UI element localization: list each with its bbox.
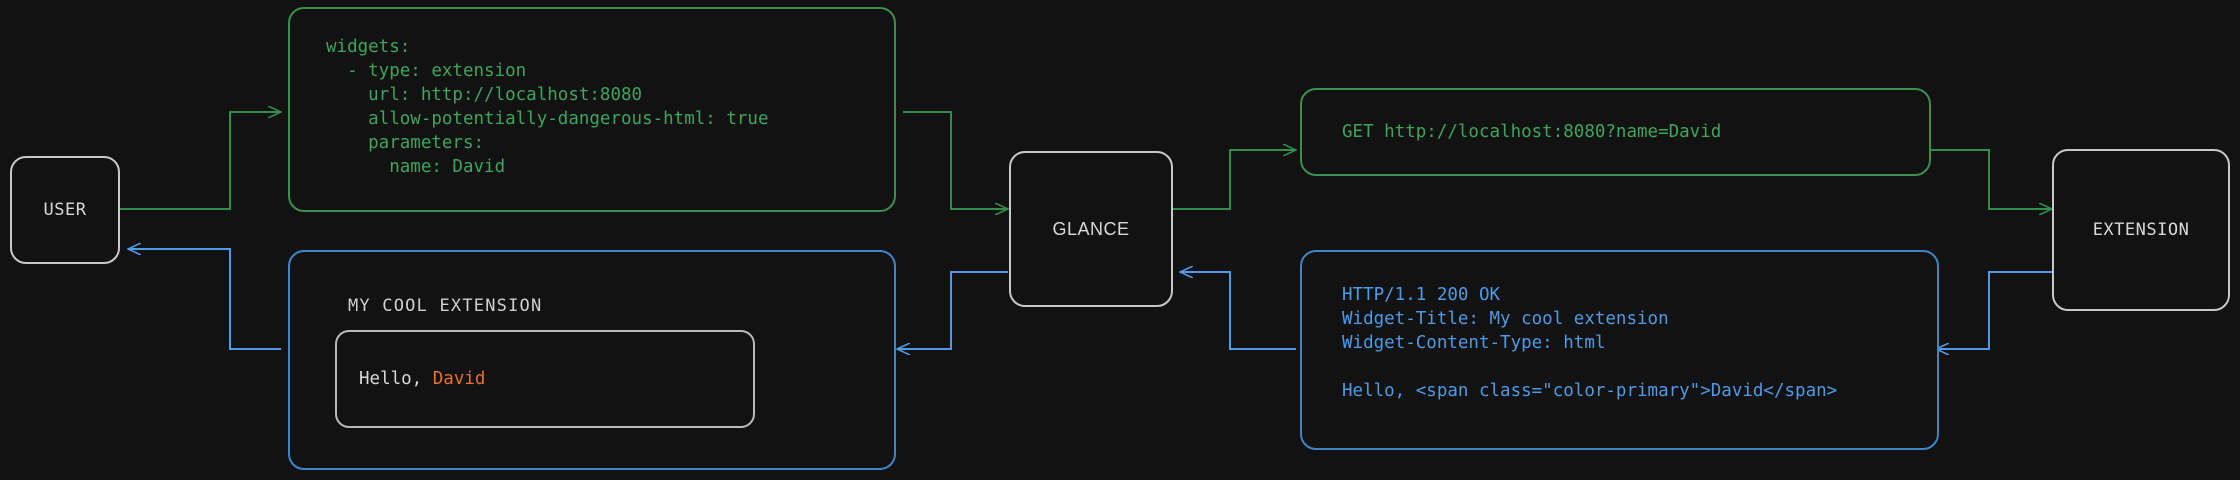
node-extension[interactable]: EXTENSION [2052,149,2230,311]
node-glance-label: GLANCE [1052,218,1130,239]
node-user[interactable]: USER [10,156,120,264]
edge-glance-to-request [1172,150,1296,210]
widget-preview-title: MY COOL EXTENSION [348,296,543,316]
node-user-label: USER [43,200,87,220]
edge-user-to-config [120,112,281,210]
edge-config-to-glance [903,111,1008,209]
widget-preview-body: Hello, David [335,330,755,428]
card-widget-preview: MY COOL EXTENSION Hello, David [288,250,896,470]
http-response-code: HTTP/1.1 200 OK Widget-Title: My cool ex… [1342,285,1838,401]
card-http-response: HTTP/1.1 200 OK Widget-Title: My cool ex… [1300,250,1939,450]
node-glance[interactable]: GLANCE [1009,151,1173,307]
edge-widget-to-user [128,249,281,350]
card-config-yaml: widgets: - type: extension url: http://l… [288,7,896,212]
edge-extension-to-response [1936,271,2052,349]
edge-response-to-glance [1180,272,1296,350]
widget-greeting-text: Hello, [359,369,433,389]
card-http-request: GET http://localhost:8080?name=David [1300,88,1931,176]
node-extension-label: EXTENSION [2092,220,2190,240]
widget-name-accent: David [432,369,486,389]
edge-request-to-extension [1931,149,2052,209]
http-request-code: GET http://localhost:8080?name=David [1342,122,1722,142]
edge-glance-to-widget [897,271,1008,349]
config-yaml-code: widgets: - type: extension url: http://l… [326,37,769,177]
